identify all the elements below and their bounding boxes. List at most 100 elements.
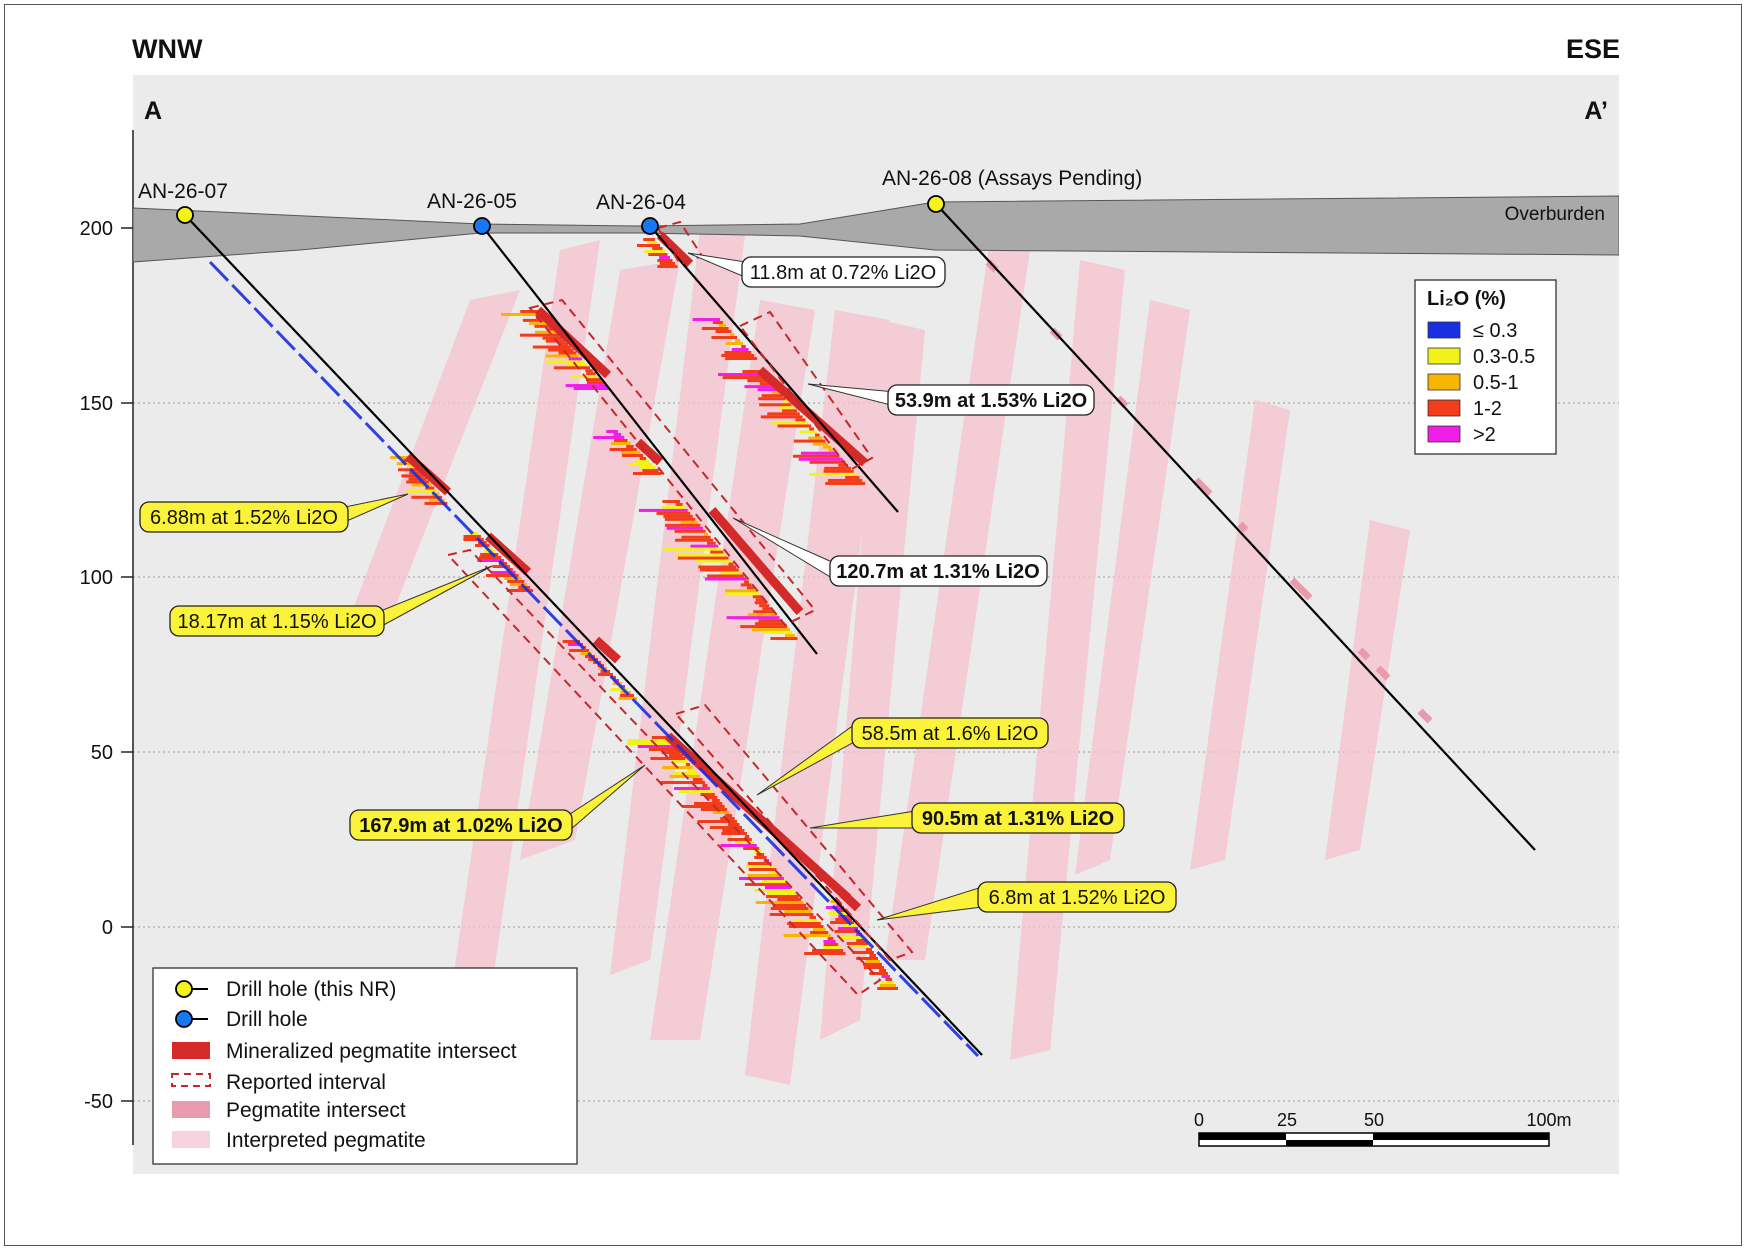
- assay-bar: [634, 460, 650, 463]
- svg-text:167.9m at 1.02% Li2O: 167.9m at 1.02% Li2O: [359, 815, 562, 837]
- interpreted-pegmatite-bodies: [345, 230, 1410, 1085]
- assay-bar: [754, 856, 767, 859]
- assay-bar: [639, 466, 656, 469]
- assay-bar: [710, 550, 724, 554]
- assay-bar: [735, 841, 755, 844]
- assay-bar: [731, 348, 749, 351]
- assay-bar: [606, 430, 618, 433]
- assay-bar: [657, 259, 673, 262]
- assay-bar: [745, 865, 775, 868]
- assay-bar: [558, 351, 577, 355]
- svg-text:120.7m at 1.31% Li2O: 120.7m at 1.31% Li2O: [836, 561, 1039, 583]
- assay-bar: [825, 481, 866, 485]
- legend-label: Pegmatite intersect: [226, 1099, 406, 1122]
- assay-bar: [744, 385, 775, 389]
- assay-bar: [812, 442, 829, 446]
- assay-bar: [863, 963, 882, 966]
- grade-label: 1-2: [1473, 398, 1502, 420]
- assay-bar: [621, 454, 644, 457]
- assay-bar: [869, 954, 876, 957]
- assay-bar: [742, 370, 760, 373]
- assay-bar: [562, 640, 580, 643]
- assay-bar: [735, 339, 740, 342]
- assay-bar: [748, 868, 777, 871]
- collar-an-26-04: [641, 217, 659, 235]
- assay-bar: [769, 871, 779, 874]
- assay-bar: [568, 357, 582, 361]
- grade-swatch: [1427, 347, 1461, 365]
- assay-bar: [792, 454, 840, 458]
- dashed-box-icon: [171, 1073, 211, 1087]
- collar-an-26-05: [473, 217, 491, 235]
- assay-bar: [411, 483, 432, 487]
- svg-text:11.8m at 0.72% Li2O: 11.8m at 0.72% Li2O: [750, 262, 936, 284]
- assay-bar: [565, 384, 607, 388]
- assay-bar: [682, 805, 725, 808]
- assay-bar: [568, 363, 588, 367]
- assay-bar: [593, 436, 625, 439]
- assay-bar: [800, 451, 837, 455]
- assay-bar: [739, 877, 784, 880]
- assay-bar: [880, 981, 894, 984]
- assay-bar: [740, 583, 752, 587]
- svg-text:58.5m at 1.6% Li2O: 58.5m at 1.6% Li2O: [862, 723, 1039, 745]
- assay-bar: [506, 589, 534, 592]
- assay-bar: [754, 601, 767, 605]
- assay-bar: [677, 556, 729, 560]
- assay-bar: [491, 571, 516, 574]
- hole-label: AN-26-04: [596, 191, 686, 214]
- y-tick-label: 50: [91, 742, 113, 764]
- assay-bar: [771, 391, 780, 395]
- direction-left-label: WNW: [132, 34, 203, 64]
- assay-bar: [626, 445, 634, 448]
- assay-bar: [707, 574, 744, 578]
- assay-bar: [828, 448, 834, 452]
- hole-label: AN-26-05: [427, 190, 517, 213]
- assay-bar: [477, 559, 505, 562]
- assay-bar: [869, 972, 888, 975]
- assay-bar: [762, 607, 772, 611]
- assay-bar: [725, 342, 743, 345]
- assay-bar: [758, 619, 783, 623]
- assay-bar: [690, 544, 719, 548]
- assay-bar: [704, 577, 747, 581]
- grade-legend-title: Li₂O (%): [1427, 288, 1506, 310]
- assay-bar: [569, 649, 589, 652]
- assay-bar: [788, 925, 824, 928]
- assay-bar: [675, 553, 726, 557]
- y-tick-label: 100: [80, 567, 113, 589]
- assay-bar: [492, 565, 510, 568]
- assay-bar: [743, 847, 760, 850]
- assay-bar: [827, 478, 863, 482]
- assay-bar: [573, 387, 610, 391]
- assay-bar: [621, 451, 640, 454]
- assay-bar: [627, 742, 673, 745]
- assay-bar: [651, 736, 668, 739]
- low-grade-assay-trace: [208, 260, 980, 1058]
- assay-bar: [753, 610, 775, 614]
- collar-an-26-07: [176, 206, 194, 224]
- assay-bar: [804, 952, 846, 955]
- assay-bar: [746, 586, 755, 590]
- svg-text:53.9m at 1.53% Li2O: 53.9m at 1.53% Li2O: [895, 390, 1087, 412]
- assay-bar: [627, 463, 653, 466]
- assay-bar: [722, 376, 766, 380]
- intercept-callout-90-5m: 90.5m at 1.31% Li2O: [911, 802, 1125, 834]
- blue-collar-icon: [175, 1010, 193, 1028]
- assay-bar: [822, 445, 832, 449]
- assay-bar: [754, 889, 794, 892]
- assay-bar: [730, 333, 735, 336]
- assay-bar: [610, 688, 628, 691]
- assay-bar: [704, 532, 709, 536]
- assay-bar: [783, 934, 831, 937]
- assay-bar: [507, 568, 513, 571]
- assay-bar: [720, 844, 757, 847]
- assay-bar: [793, 919, 819, 922]
- assay-bar: [702, 784, 708, 787]
- overburden-label: Overburden: [1505, 204, 1605, 225]
- assay-bar: [697, 820, 738, 823]
- legend-label: Mineralized pegmatite intersect: [226, 1040, 517, 1063]
- assay-bar: [759, 604, 770, 608]
- assay-bar: [586, 381, 604, 385]
